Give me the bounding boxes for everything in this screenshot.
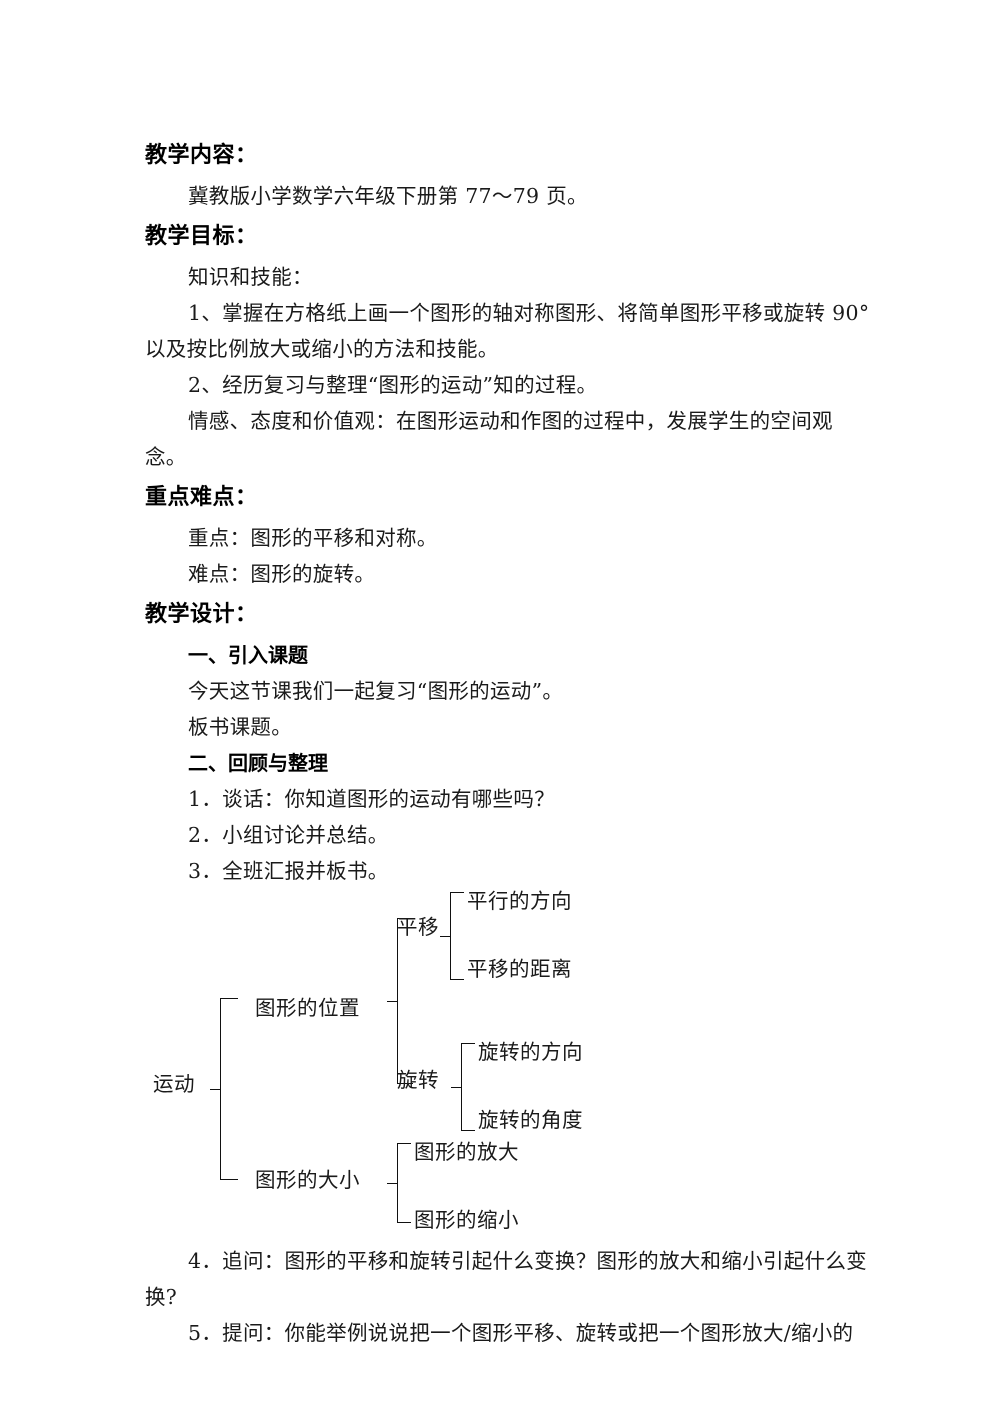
tree-translate-bracket (440, 892, 464, 980)
goals-line-1: 1、掌握在方格纸上画一个图形的轴对称图形、将简单图形平移或旋转 90°以及按比例… (145, 301, 870, 361)
key-point-line: 重点：图形的平移和对称。 (188, 526, 438, 550)
tree-leaf-rotate-angle: 旋转的角度 (478, 1108, 583, 1132)
design-part-two-title: 二、回顾与整理 (188, 751, 328, 775)
goals-line-knowledge-label: 知识和技能： (188, 265, 313, 289)
tree-root-bracket (210, 998, 238, 1180)
tree-root-bracket-stem (210, 1089, 221, 1090)
tree-branch-position-label: 图形的位置 (255, 996, 360, 1020)
tree-rotate-bracket (451, 1043, 475, 1131)
figure-motion-tree-diagram: 运动 图形的位置 平移 平行的方向 平移的距离 旋转 旋转的方向 旋转的角度 图… (145, 889, 885, 1243)
tree-branch-size-label: 图形的大小 (255, 1168, 360, 1192)
tree-leaf-reduce: 图形的缩小 (414, 1208, 519, 1232)
tree-size-bracket (387, 1143, 411, 1223)
tree-position-bracket (387, 918, 413, 1084)
tree-size-bracket-stem (387, 1183, 398, 1184)
section-heading-teaching-content: 教学内容： (145, 143, 258, 168)
tree-translate-bracket-stem (440, 936, 451, 937)
design-part-two-line-3: 3．全班汇报并板书。 (188, 859, 389, 883)
goals-line-attitude: 情感、态度和价值观：在图形运动和作图的过程中，发展学生的空间观念。 (145, 409, 833, 469)
tree-root-label: 运动 (153, 1072, 195, 1096)
difficulty-point-line: 难点：图形的旋转。 (188, 562, 376, 586)
design-part-two-line-1: 1．谈话：你知道图形的运动有哪些吗？ (188, 787, 555, 811)
section-heading-key-difficulty: 重点难点： (145, 485, 258, 510)
teaching-content-line: 冀教版小学数学六年级下册第 77〜79 页。 (188, 184, 588, 208)
tree-rotate-bracket-stem (451, 1087, 462, 1088)
tree-position-bracket-stem (387, 1001, 398, 1002)
tree-leaf-enlarge: 图形的放大 (414, 1140, 519, 1164)
design-part-one-title: 一、引入课题 (188, 643, 308, 667)
tree-leaf-translate-distance: 平移的距离 (467, 957, 572, 981)
design-part-two-line-4: 4．追问：图形的平移和旋转引起什么变换？图形的放大和缩小引起什么变换? (145, 1249, 867, 1309)
section-heading-teaching-goals: 教学目标： (145, 224, 258, 249)
tree-leaf-parallel-direction: 平行的方向 (467, 889, 572, 913)
goals-line-2: 2、经历复习与整理“图形的运动”知的过程。 (188, 373, 598, 397)
design-part-two-line-2: 2．小组讨论并总结。 (188, 823, 389, 847)
tree-leaf-rotate-direction: 旋转的方向 (478, 1040, 583, 1064)
design-part-one-line-1: 今天这节课我们一起复习“图形的运动”。 (188, 679, 564, 703)
design-part-one-line-2: 板书课题。 (188, 715, 292, 739)
section-heading-teaching-design: 教学设计： (145, 602, 258, 627)
design-part-two-line-5: 5．提问：你能举例说说把一个图形平移、旋转或把一个图形放大/缩小的 (188, 1321, 854, 1345)
tree-node-translate-label: 平移 (397, 915, 439, 939)
tree-node-rotate-label: 旋转 (397, 1068, 439, 1092)
